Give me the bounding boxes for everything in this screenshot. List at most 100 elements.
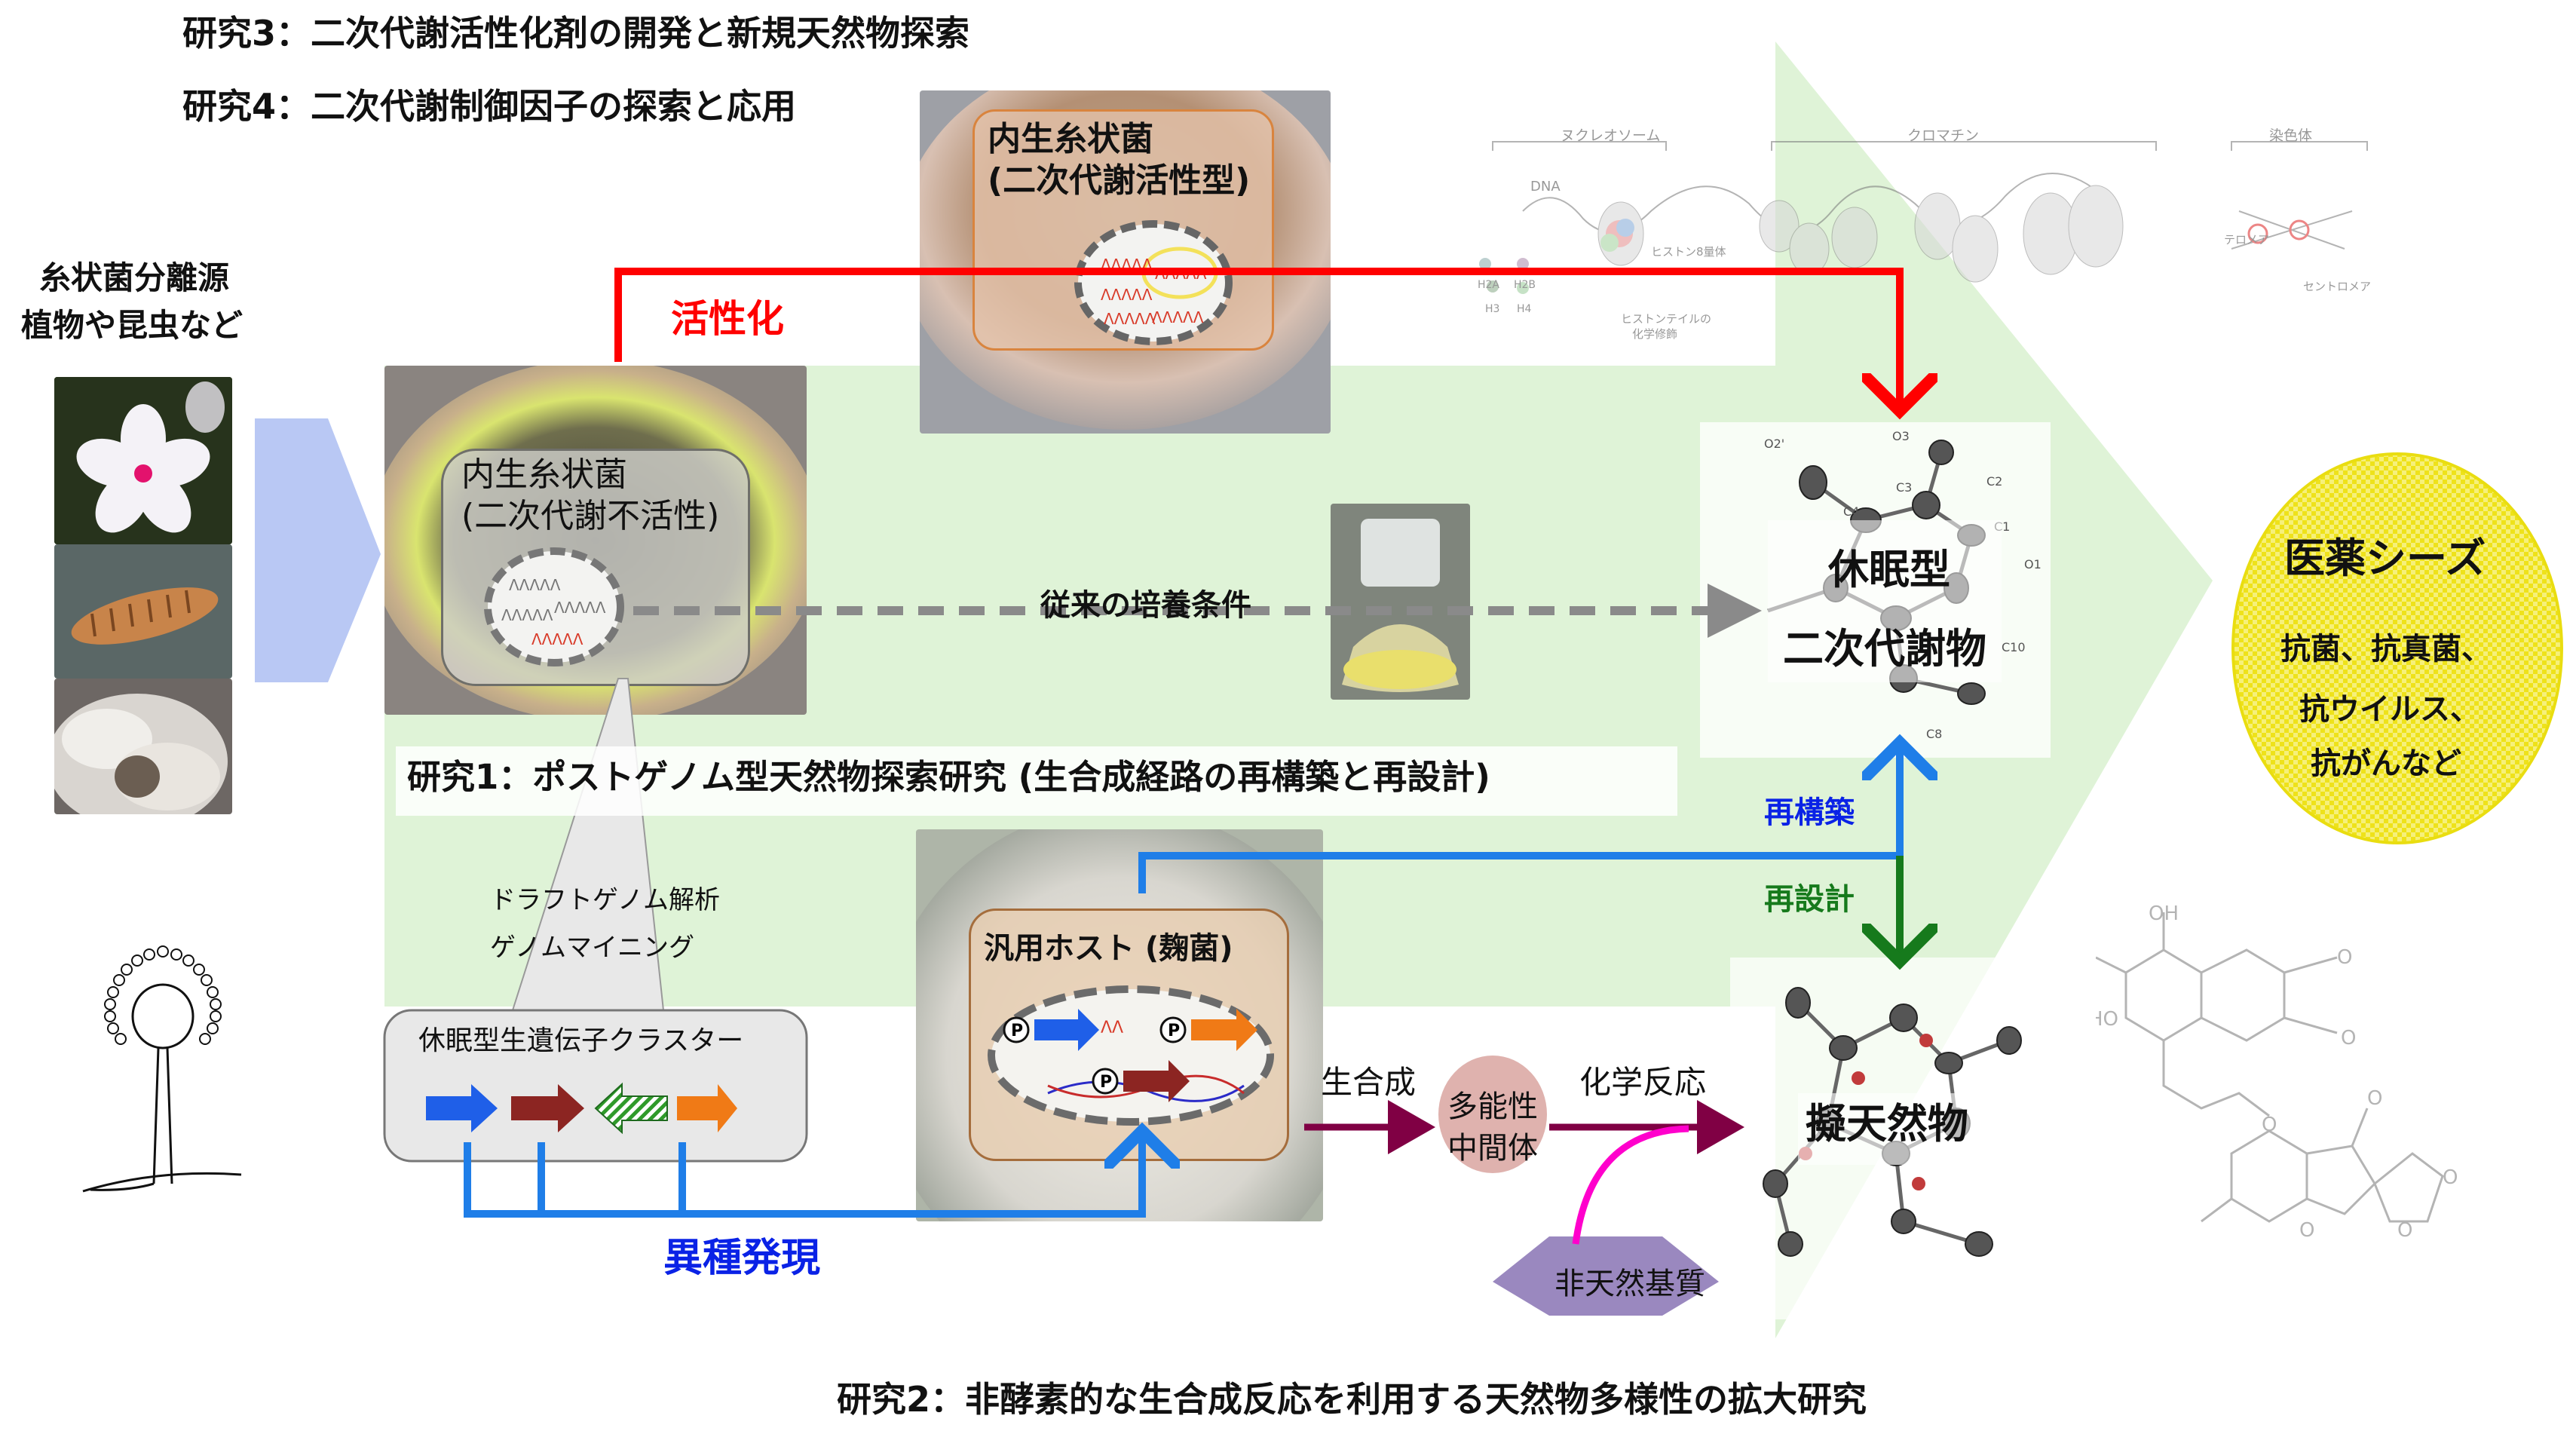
heterologous-expression-arrow [464,1131,1142,1218]
phospho-1: P [1011,1022,1023,1040]
host-label: 汎用ホスト (麹菌) [984,931,1233,966]
nucleosome-label: ヌクレオソーム [1561,127,1661,144]
host-genome-circle: ΛΛ P P P [988,985,1274,1126]
gene-mark-2: ΛΛΛΛΛ [501,606,553,624]
phospho-2: P [1168,1022,1180,1040]
chromatin-diagram: ヌクレオソーム クロマチン 染色体 DNA ヒストン8量体 ヒストンテイルの 化… [1478,121,2375,362]
struct-o-2: O [2341,1027,2356,1049]
inactive-genome-circle: ΛΛΛΛΛ ΛΛΛΛΛ ΛΛΛΛΛ ΛΛΛΛΛ [484,547,624,666]
h2b-label: H2B [1514,279,1536,291]
atom-label-o2: O2' [1764,437,1785,451]
h3-label: H3 [1485,303,1500,315]
research1-banner [396,746,1677,816]
active-fungus-label-2: (二次代謝活性型) [988,161,1251,200]
histone-octamer-label: ヒストン8量体 [1651,245,1726,259]
atom-label-c3: C3 [1896,480,1913,495]
inactive-fungus-label-2: (二次代謝不活性) [461,497,720,535]
flower-image [54,377,232,544]
centromere-label: セントロメア [2303,280,2372,293]
flask-culture-photo [1331,504,1470,700]
gene-mark-4: ΛΛΛΛΛ [531,630,584,648]
pseudo-natural-label: 擬天然物 [1806,1100,1968,1148]
dormant-metabolite-label-1: 休眠型 [1828,546,1950,593]
reconstruct-arrow [1138,743,1900,893]
struct-o-6: O [2397,1219,2412,1242]
chromosome-label: 染色体 [2269,127,2313,144]
intermediate-label-1: 多能性 [1447,1089,1538,1124]
chemical-reaction-label: 化学反応 [1579,1064,1707,1101]
research2-label: 研究2：非酵素的な生合成反応を利用する天然物多様性の拡大研究 [837,1379,1867,1420]
intermediate-ellipse [1438,1056,1547,1173]
telomere-label: テロメア [2224,233,2270,247]
struct-o-1: O [2337,946,2352,969]
active-fungus-label-1: 内生糸状菌 [988,120,1153,158]
faded-chemical-structures: OH HO O O O O O O O [2096,905,2458,1242]
activation-label: 活性化 [671,297,784,341]
intermediate-label-2: 中間体 [1447,1131,1538,1166]
h2a-label: H2A [1478,279,1500,291]
phospho-3: P [1100,1073,1112,1092]
host-blue-gene-arrow [1034,1009,1099,1051]
struct-o-7: O [2443,1166,2458,1189]
research3-label: 研究3：二次代謝活性化剤の開発と新規天然物探索 [182,13,970,54]
chromatin-drawing [1479,141,2368,294]
research4-label: 研究4：二次代謝制御因子の探索と応用 [182,86,797,127]
dormant-metabolite-label-2: 二次代謝物 [1783,625,1986,673]
medical-line-2: 抗ウイルス、 [2299,692,2480,727]
svg-text:ΛΛ: ΛΛ [1101,1019,1123,1037]
cluster-orange-arrow [677,1084,737,1132]
histone-tail-label-2: 化学修飾 [1632,327,1678,341]
active-gene-mark-5: ΛΛΛΛΛ [1104,310,1156,328]
atom-label-c4: C4 [1843,504,1860,519]
medical-line-1: 抗菌、抗真菌、 [2280,632,2492,666]
main-green-arrow [384,41,2213,1338]
cluster-gene-arrows [426,1082,737,1135]
medical-line-3: 抗がんなど [2311,746,2461,781]
genome-label-1: ドラフトゲノム解析 [490,885,720,915]
struct-o-5: O [2299,1219,2314,1242]
fungus-culture-photo [54,679,232,814]
atom-label-c10: C10 [2002,640,2026,654]
inactive-fungus-label-1: 内生糸状菌 [461,455,627,494]
active-gene-mark-4: ΛΛΛΛΛ [1152,308,1204,326]
fungus-culture-image [54,679,232,814]
medical-title: 医薬シーズ [2284,535,2486,582]
dna-label: DNA [1530,179,1561,195]
heterologous-label: 異種発現 [663,1236,821,1281]
h4-label: H4 [1517,303,1532,315]
activation-arrow [614,268,1900,411]
conventional-label: 従来の培養条件 [1040,588,1251,623]
host-red-gene-arrow [1123,1060,1190,1102]
atom-label-o3: O3 [1892,429,1910,443]
histone-tail-label: ヒストンテイルの [1621,312,1712,326]
pseudo-natural-label-box [1798,1093,2002,1165]
source-blue-arrow [255,418,381,682]
unnatural-substrate-shape [1493,1236,1719,1316]
research1-label: 研究1：ポストゲノム型天然物探索研究 (生合成経路の再構築と再設計) [407,757,1490,797]
cluster-label: 休眠型生遺伝子クラスター [418,1025,744,1056]
genome-label-2: ゲノムマイニング [490,933,694,963]
active-genome-circle: ΛΛΛΛΛ ΛΛΛΛΛ ΛΛΛΛΛ ΛΛΛΛΛ ΛΛΛΛΛ [1074,220,1233,345]
struct-o-3: O [2262,1114,2277,1136]
insect-larva-photo [54,544,232,679]
atom-label-o1: O1 [2024,557,2042,571]
cluster-blue-arrow [426,1084,498,1132]
biosynthesis-label: 生合成 [1321,1064,1417,1101]
struct-oh-1: OH [2149,905,2179,925]
host-orange-gene-arrow [1191,1009,1257,1051]
cluster-hatched-arrow [594,1082,668,1135]
intermediate-area [1438,1056,1719,1316]
flower-photo [54,377,232,544]
larva-image [54,544,232,679]
gene-mark-3: ΛΛΛΛΛ [554,599,606,617]
atom-label-c2: C2 [1986,474,2003,489]
active-gene-mark-3: ΛΛΛΛΛ [1101,286,1153,304]
unnatural-substrate-curve [1572,1125,1689,1245]
struct-oh-2: HO [2096,1008,2118,1031]
flask-image [1331,504,1470,700]
reconstruct-label: 再構築 [1764,795,1855,830]
redesign-label: 再設計 [1764,882,1855,917]
struct-o-4: O [2367,1087,2382,1110]
